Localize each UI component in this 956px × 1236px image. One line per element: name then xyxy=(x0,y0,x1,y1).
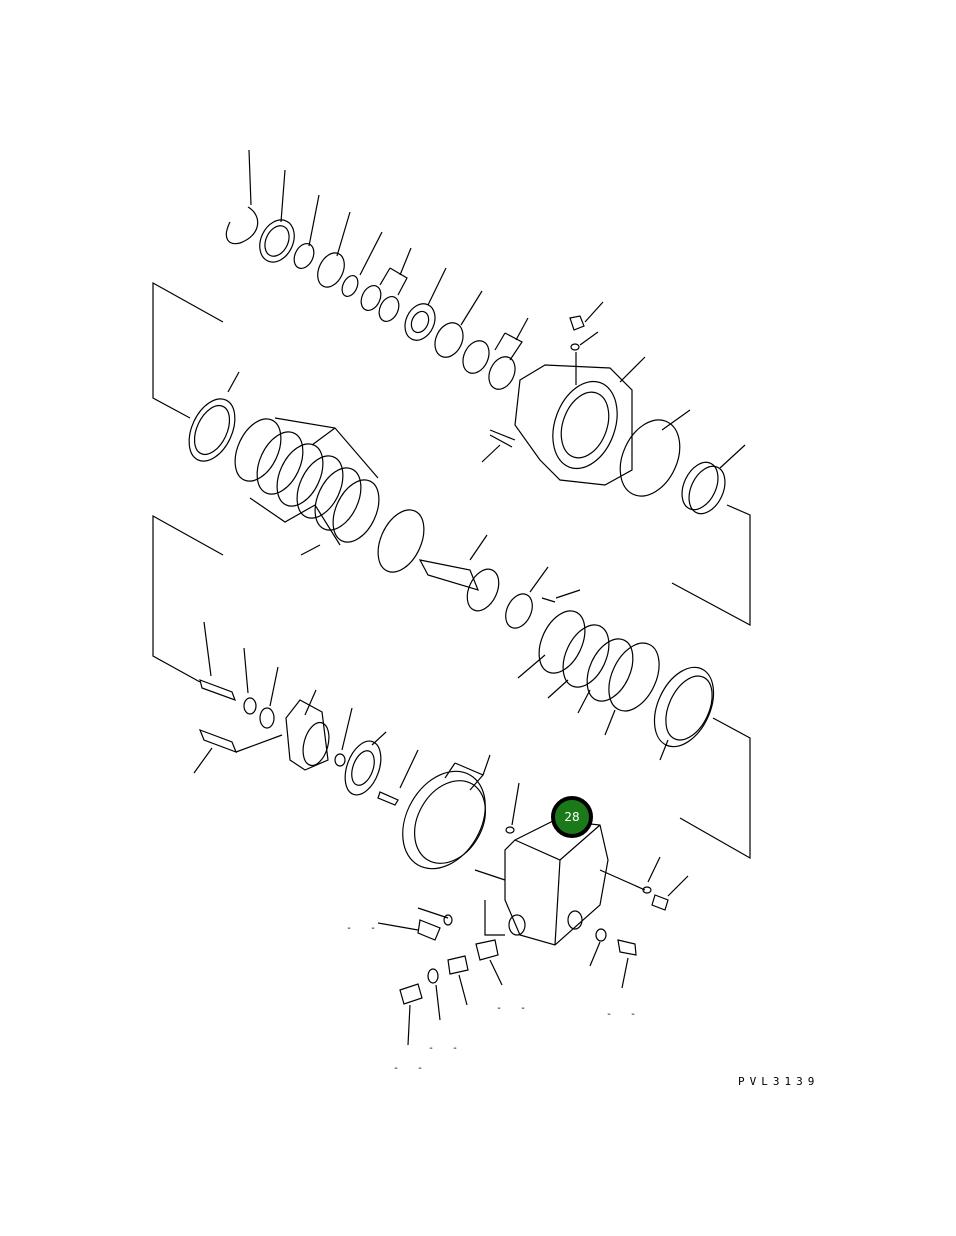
drawing-code: PVL3139 xyxy=(738,1075,820,1088)
valve-block xyxy=(378,755,688,1045)
lower-left-parts xyxy=(194,622,418,805)
placeholder-label: - - xyxy=(346,923,383,934)
placeholder-label: - - xyxy=(393,1063,430,1074)
shaft-assembly xyxy=(420,535,750,858)
top-parts-row xyxy=(226,150,528,393)
housing-assembly xyxy=(482,302,750,625)
placeholder-label: - - xyxy=(606,1009,643,1020)
placeholder-label: - - xyxy=(496,1003,533,1014)
placeholder-label: - - xyxy=(428,1043,465,1054)
disc-stack xyxy=(153,283,433,682)
callout-badge-28[interactable]: 28 xyxy=(551,796,593,838)
